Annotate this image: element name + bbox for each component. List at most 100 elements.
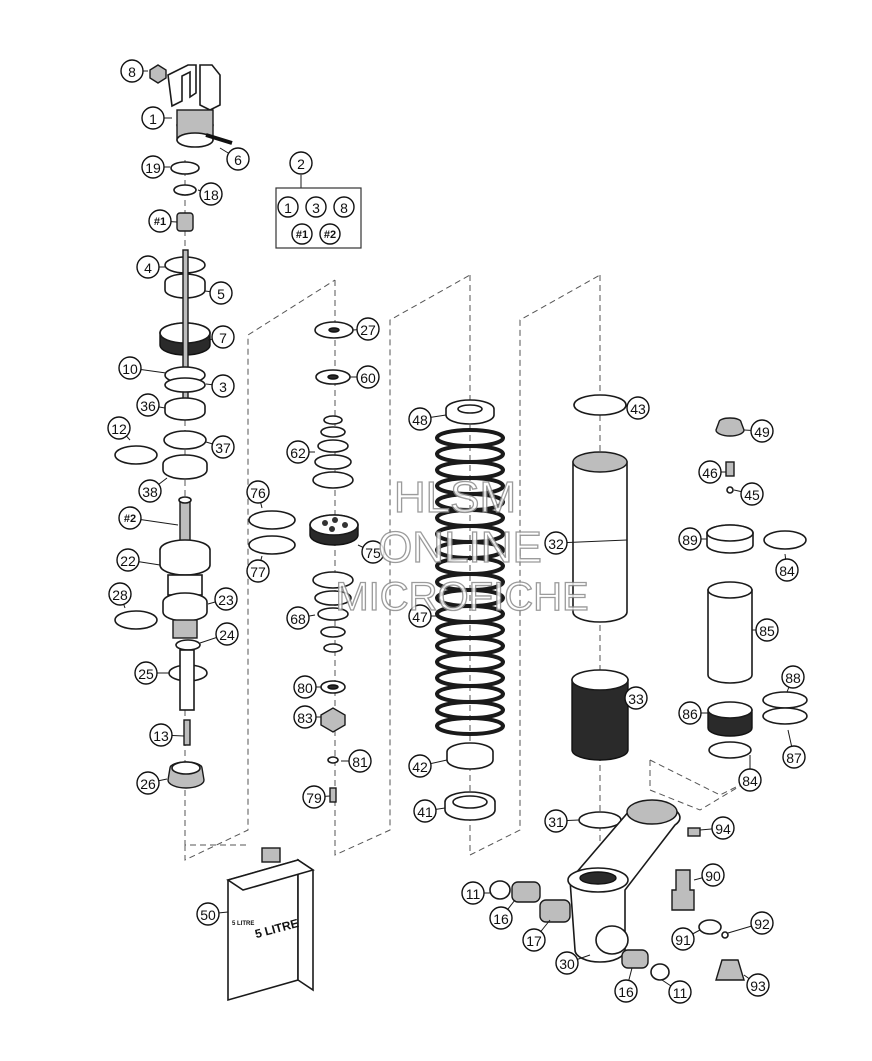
callout-label: 11 xyxy=(466,886,481,902)
callout-label: 45 xyxy=(744,487,760,503)
callout-circle xyxy=(246,559,270,583)
callout-label: 83 xyxy=(297,710,313,726)
callout-circle xyxy=(668,980,692,1004)
callout-label: 87 xyxy=(786,750,802,766)
callout-label: 79 xyxy=(306,790,322,806)
spring-coils xyxy=(435,428,505,736)
callout-circle xyxy=(211,325,235,349)
kit-number-circle xyxy=(289,151,313,175)
callout-circle xyxy=(293,705,317,729)
callout-circle xyxy=(118,506,142,530)
callout-label: 86 xyxy=(682,706,698,722)
callout-circle xyxy=(755,618,779,642)
callout-circle xyxy=(116,548,140,572)
callout-circle xyxy=(148,209,172,233)
callout-label: 77 xyxy=(250,564,266,580)
callout-circle xyxy=(671,927,695,951)
callout-circle xyxy=(701,863,725,887)
watermark-line-2: ONLINE xyxy=(378,523,542,572)
callout-label: 5 xyxy=(217,286,225,302)
callout-circle xyxy=(413,799,437,823)
callout-label: 90 xyxy=(705,868,721,884)
callout-label: 7 xyxy=(219,330,227,346)
shim-stack-parts xyxy=(248,321,359,803)
callout-circle xyxy=(544,809,568,833)
kit-item-circle xyxy=(291,223,313,245)
callout-circle xyxy=(141,106,165,130)
callout-circle xyxy=(678,527,702,551)
callout-label: 92 xyxy=(754,916,770,932)
callout-label: 62 xyxy=(290,445,306,461)
callout-circle xyxy=(782,745,806,769)
callout-label: 68 xyxy=(290,611,306,627)
callout-circle xyxy=(108,582,132,606)
callout-label: 30 xyxy=(559,956,575,972)
callout-label: 41 xyxy=(417,804,433,820)
watermark-line-3: MICROFICHE xyxy=(335,575,588,619)
kit-item-label: 3 xyxy=(312,200,320,216)
callout-label: 27 xyxy=(360,322,376,338)
callout-circle xyxy=(211,435,235,459)
callout-label: 16 xyxy=(618,984,634,1000)
callout-label: 84 xyxy=(742,773,758,789)
callout-circle xyxy=(698,460,722,484)
callout-label: 76 xyxy=(250,485,266,501)
callout-circle xyxy=(522,928,546,952)
watermark: HLSM ONLINE MICROFICHE xyxy=(335,472,590,619)
callout-circle xyxy=(138,479,162,503)
callout-circle xyxy=(302,785,326,809)
callout-leader xyxy=(555,539,628,544)
callout-label: 16 xyxy=(493,911,509,927)
callout-label: 47 xyxy=(412,609,428,625)
callout-label: 93 xyxy=(750,978,766,994)
callout-circle xyxy=(555,951,579,975)
callout-circle xyxy=(348,749,372,773)
callout-label: 37 xyxy=(215,440,231,456)
callout-label: #2 xyxy=(124,513,136,525)
callout-circle xyxy=(750,911,774,935)
callout-label: 38 xyxy=(142,484,158,500)
callout-circle xyxy=(461,881,485,905)
callout-circle xyxy=(489,906,513,930)
callout-circle xyxy=(356,317,380,341)
callout-label: 89 xyxy=(682,532,698,548)
watermark-line-1: HLSM xyxy=(394,473,516,522)
callout-label: #1 xyxy=(154,216,166,228)
kit-item-circle xyxy=(277,196,299,218)
callout-label: 13 xyxy=(153,728,169,744)
callout-label: 4 xyxy=(144,260,152,276)
callout-circle xyxy=(775,558,799,582)
callout-circle xyxy=(226,147,250,171)
callout-circle xyxy=(293,675,317,699)
callout-circle xyxy=(136,771,160,795)
spring-parts xyxy=(435,399,505,821)
callout-label: 1 xyxy=(149,111,157,127)
callout-circle xyxy=(141,155,165,179)
callout-circle xyxy=(544,531,568,555)
callout-circle xyxy=(624,686,648,710)
callout-label: 28 xyxy=(112,587,128,603)
callout-circle xyxy=(196,902,220,926)
callout-label: 85 xyxy=(759,623,775,639)
callout-label: 12 xyxy=(111,421,127,437)
callout-circle xyxy=(214,587,238,611)
callout-circle xyxy=(781,665,805,689)
callout-label: 19 xyxy=(145,160,161,176)
callout-circle xyxy=(626,396,650,420)
callout-label: 26 xyxy=(140,776,156,792)
reservoir-parts xyxy=(706,417,808,759)
callout-label: 88 xyxy=(785,670,801,686)
callout-circle xyxy=(678,701,702,725)
callout-label: 49 xyxy=(754,424,770,440)
callout-circle xyxy=(211,374,235,398)
kit-item-label: #2 xyxy=(324,229,336,241)
callout-label: 81 xyxy=(352,754,368,770)
callout-label: 24 xyxy=(219,627,235,643)
callout-label: 43 xyxy=(630,401,646,417)
callout-label: 8 xyxy=(128,64,136,80)
cylinder-parts xyxy=(571,394,629,829)
callout-label: 6 xyxy=(234,152,242,168)
callout-circle xyxy=(149,723,173,747)
callout-label: 10 xyxy=(122,361,138,377)
